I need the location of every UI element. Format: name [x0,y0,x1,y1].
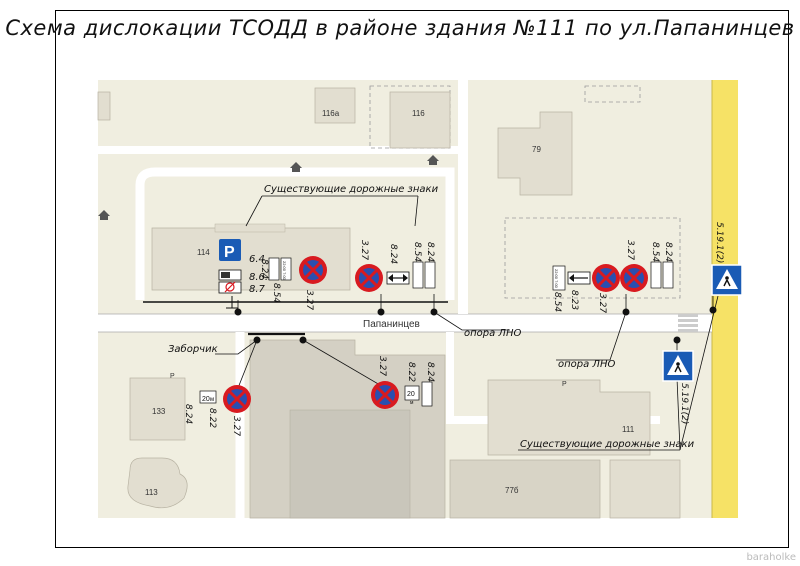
svg-text:8.24: 8.24 [183,404,193,424]
crosswalk [678,314,698,332]
street-label: Папанинцев [363,319,420,330]
svg-text:3.27: 3.27 [359,240,369,260]
sign-posts [226,296,238,309]
svg-text:м: м [410,400,414,406]
svg-text:22:00 7:00: 22:00 7:00 [282,261,287,281]
label-113: 113 [145,488,158,497]
label-77b: 77б [505,486,519,495]
pole-label-1: опора ЛНО [464,328,521,339]
existing-signs-label-bottom: Существующие дорожные знаки [520,439,695,450]
svg-text:3.27: 3.27 [231,416,241,436]
pedestrian-crossing-sign-2 [662,350,694,382]
no-stopping-sign-4 [618,262,650,294]
building-116 [389,91,451,149]
yard-parking-label-2: P [562,381,567,388]
map-marker-icon [98,155,439,220]
no-stopping-sign-2 [353,262,385,294]
no-stopping-sign-6 [369,379,401,411]
label-133: 133 [152,407,166,416]
svg-text:22:00 7:00: 22:00 7:00 [554,269,559,289]
svg-text:20: 20 [202,396,210,403]
drawing-frame [55,10,789,548]
pedestrian-crossing-sign-1 [711,264,743,296]
svg-text:8.22: 8.22 [207,408,217,428]
svg-text:8.22: 8.22 [406,362,416,382]
svg-text:8.23: 8.23 [569,290,579,310]
label-111: 111 [622,425,635,434]
svg-text:3.27: 3.27 [304,290,314,310]
svg-text:8.24: 8.24 [425,362,435,382]
side-street [458,80,468,314]
building-116a [314,87,356,124]
yard-parking-label-1: P [170,373,175,380]
building-79 [497,111,573,196]
svg-text:5.19.1(2): 5.19.1(2) [714,222,724,263]
svg-text:3.27: 3.27 [377,356,387,376]
existing-signs-label-top: Существующие дорожные знаки [264,184,439,195]
svg-text:8.24: 8.24 [388,244,398,264]
svg-text:8.54: 8.54 [271,283,281,303]
no-stopping-sign-5 [221,383,253,415]
driveway-north [135,167,455,300]
scheme-title: Схема дислокации ТСОДД в районе здания №… [5,16,795,40]
svg-text:8.54: 8.54 [552,292,562,312]
label-79: 79 [532,145,541,154]
svg-text:м: м [210,397,214,403]
building-113 [127,457,188,509]
svg-text:8.24: 8.24 [663,242,673,262]
building-77b [449,459,601,519]
lane-north [98,146,468,154]
svg-text:8.24: 8.24 [259,259,269,279]
leader-lines [215,195,719,451]
building-133 [129,377,186,441]
label-114: 114 [197,248,210,257]
svg-text:8.54: 8.54 [650,242,660,262]
label-116a: 116а [322,109,340,118]
svg-text:3.27: 3.27 [597,293,607,313]
svg-text:20: 20 [407,391,415,398]
street-papanintsev [98,314,712,332]
svg-text:8.24: 8.24 [425,242,435,262]
watermark: baraholke [746,552,796,563]
no-stopping-sign-1 [297,254,329,286]
code-6-4: 6.4 [249,254,265,265]
highway-strip [712,80,738,518]
svg-text:5.19.1(2): 5.19.1(2) [679,383,689,424]
pole-label-2: опора ЛНО [558,359,615,370]
svg-text:3.27: 3.27 [625,240,635,260]
building-111 [487,379,651,456]
parking-letter: P [224,244,235,261]
svg-text:8.54: 8.54 [412,242,422,262]
code-8-6-5: 8.6.5 [249,272,274,283]
code-8-7: 8.7 [249,284,266,295]
label-116: 116 [412,109,425,118]
no-stopping-sign-3 [590,262,622,294]
fence-label: Заборчик [168,343,218,355]
parking-sign [219,239,241,261]
